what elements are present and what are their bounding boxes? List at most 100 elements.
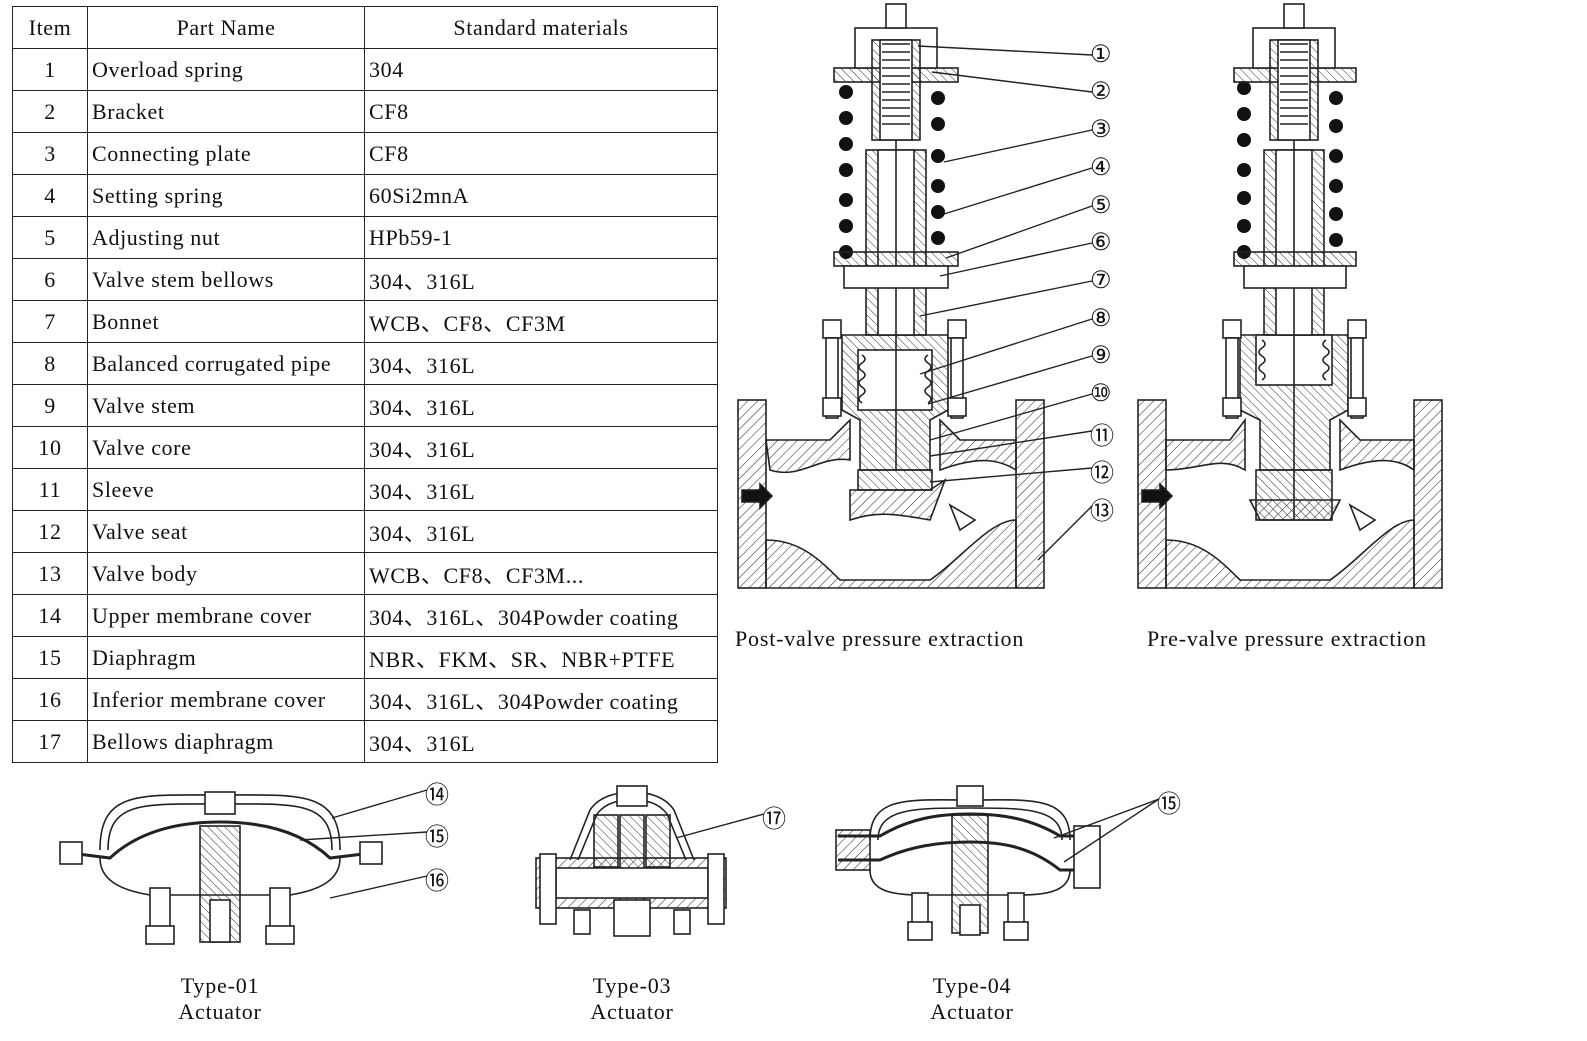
callout-leader-line — [943, 129, 1093, 163]
callout-leader-line — [929, 430, 1093, 457]
callout-leader-line — [1037, 505, 1093, 561]
material-cell: 304、316L — [364, 426, 718, 469]
type04-caption-line1: Type-04 — [932, 973, 1012, 998]
pre-valve-drawing — [1137, 3, 1443, 589]
material-cell: 60Si2mnA — [364, 174, 718, 217]
valve-callout-number: ⑫ — [1090, 461, 1115, 487]
callout-leader-line — [939, 242, 1093, 277]
material-cell: CF8 — [364, 90, 718, 133]
valve-callout-number: ③ — [1090, 117, 1113, 143]
actuator-leader-lines — [299, 789, 1160, 899]
actuator-callout-number: ⑯ — [425, 869, 450, 895]
pre-valve-caption: Pre-valve pressure extraction — [1147, 626, 1427, 651]
material-cell: WCB、CF8、CF3M — [364, 300, 718, 343]
type03-caption-line2: Actuator — [590, 999, 674, 1024]
valve-callout-number: ⑩ — [1090, 381, 1113, 407]
item-number-cell: 13 — [12, 552, 88, 595]
type03-actuator-drawing — [535, 785, 727, 937]
type01-actuator-drawing — [59, 791, 383, 945]
type03-caption: Type-03 Actuator — [562, 973, 702, 1025]
type01-caption-line1: Type-01 — [180, 973, 260, 998]
valve-callout-number: ② — [1090, 79, 1113, 105]
valve-callout-number: ⑥ — [1090, 230, 1113, 256]
item-number-cell: 2 — [12, 90, 88, 133]
header-item: Item — [12, 6, 88, 49]
type01-caption: Type-01 Actuator — [150, 973, 290, 1025]
callout-leader-line — [927, 355, 1093, 405]
material-cell: 304、316L — [364, 342, 718, 385]
actuator-callout-number: ⑭ — [425, 783, 450, 809]
post-valve-drawing — [737, 3, 1045, 589]
valve-callout-number: ⑪ — [1090, 424, 1115, 450]
table-header-row: Item Part Name Standard materials — [12, 6, 718, 49]
item-number-cell: 15 — [12, 636, 88, 679]
type04-actuator-drawing — [835, 785, 1101, 941]
type03-caption-line1: Type-03 — [592, 973, 672, 998]
part-name-cell: Upper membrane cover — [87, 594, 365, 637]
material-cell: 304、316L、304Powder coating — [364, 594, 718, 637]
part-name-cell: Diaphragm — [87, 636, 365, 679]
header-materials: Standard materials — [364, 6, 718, 49]
part-name-cell: Connecting plate — [87, 132, 365, 175]
valve-callout-number: ⑧ — [1090, 306, 1113, 332]
valve-callout-number: ⑬ — [1090, 499, 1115, 525]
callout-leader-line — [945, 205, 1093, 259]
material-cell: 304、316L — [364, 720, 718, 763]
item-number-cell: 4 — [12, 174, 88, 217]
valve-callout-number: ① — [1090, 42, 1113, 68]
item-number-cell: 17 — [12, 720, 88, 763]
callout-leader-line — [331, 789, 428, 819]
part-name-cell: Valve core — [87, 426, 365, 469]
post-valve-caption: Post-valve pressure extraction — [735, 626, 1025, 651]
part-name-cell: Adjusting nut — [87, 216, 365, 259]
item-number-cell: 11 — [12, 468, 88, 511]
type04-caption-line2: Actuator — [930, 999, 1014, 1024]
part-name-cell: Balanced corrugated pipe — [87, 342, 365, 385]
material-cell: 304、316L — [364, 468, 718, 511]
item-number-cell: 16 — [12, 678, 88, 721]
callout-leader-line — [943, 167, 1093, 215]
part-name-cell: Setting spring — [87, 174, 365, 217]
valve-callout-number: ⑨ — [1090, 343, 1113, 369]
part-name-cell: Valve body — [87, 552, 365, 595]
actuator-callout-number: ⑮ — [1157, 792, 1182, 818]
valve-callout-number: ⑦ — [1090, 268, 1113, 294]
callout-leader-line — [1053, 798, 1160, 839]
actuator-callout-number: ⑰ — [762, 807, 787, 833]
callout-leader-line — [919, 318, 1093, 375]
material-cell: 304、316L — [364, 510, 718, 553]
material-cell: 304 — [364, 48, 718, 91]
header-part-name: Part Name — [87, 6, 365, 49]
material-cell: CF8 — [364, 132, 718, 175]
part-name-cell: Bellows diaphragm — [87, 720, 365, 763]
item-number-cell: 5 — [12, 216, 88, 259]
valve-callout-number: ④ — [1090, 155, 1113, 181]
callout-leader-line — [931, 71, 1093, 93]
part-name-cell: Overload spring — [87, 48, 365, 91]
callout-leader-line — [917, 45, 1093, 56]
callout-leader-line — [929, 393, 1093, 441]
callout-leader-line — [929, 467, 1093, 483]
valve-callout-number: ⑤ — [1090, 193, 1113, 219]
callout-leader-line — [675, 813, 765, 839]
item-number-cell: 14 — [12, 594, 88, 637]
part-name-cell: Valve stem bellows — [87, 258, 365, 301]
item-number-cell: 12 — [12, 510, 88, 553]
callout-leader-line — [919, 280, 1093, 317]
callout-leader-line — [329, 875, 428, 899]
